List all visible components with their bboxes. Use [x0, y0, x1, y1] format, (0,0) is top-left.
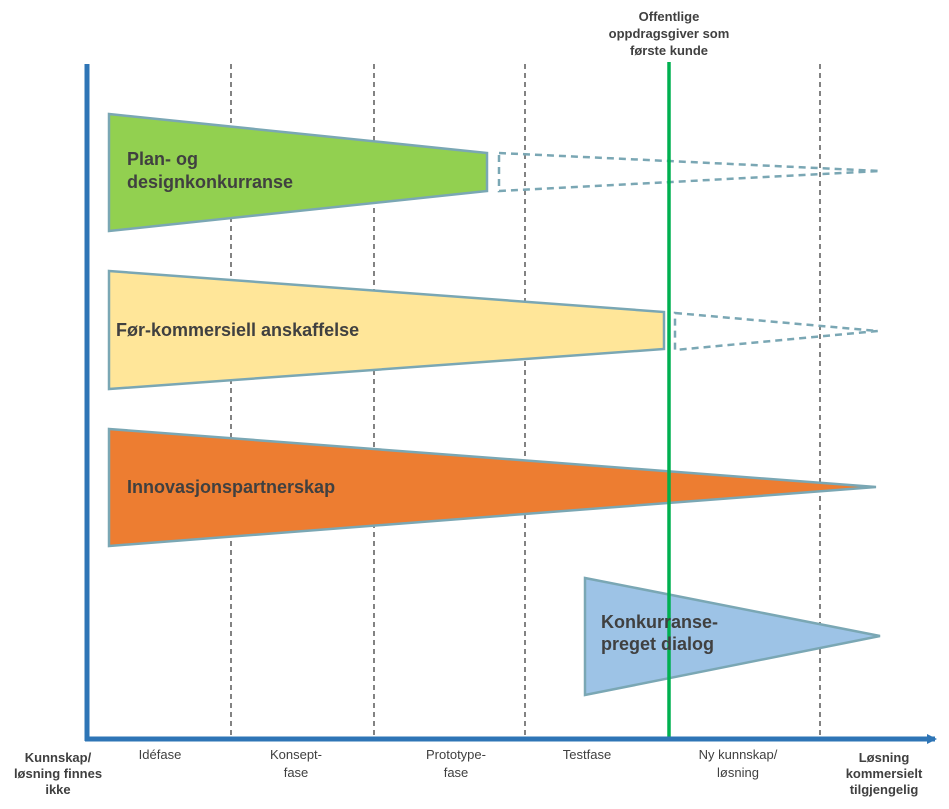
- pre-commercial-procurement-shape: [107, 269, 666, 391]
- first-customer-label: Offentlige oppdragsgiver som første kund…: [609, 9, 730, 58]
- phase-label-concept-line2: fase: [284, 765, 309, 780]
- plan-design-competition-shape: [107, 112, 489, 233]
- innovation-partnership-shape: [107, 427, 877, 548]
- axis-origin-label-line2: løsning finnes: [14, 766, 102, 781]
- plan-design-competition-extension: [497, 151, 881, 193]
- phase-label-new-knowledge-line1: Ny kunnskap/: [699, 747, 778, 762]
- phase-label-test: Testfase: [563, 747, 611, 762]
- phase-label-concept-line1: Konsept-: [270, 747, 322, 762]
- axis-origin-label-line1: Kunnskap/: [25, 750, 92, 765]
- pre-commercial-procurement-label: Før-kommersiell anskaffelse: [116, 320, 359, 340]
- phase-label-new-knowledge-line2: løsning: [717, 765, 759, 780]
- innovation-partnership-label: Innovasjonspartnerskap: [127, 477, 335, 497]
- competitive-dialogue-shape: [583, 576, 881, 697]
- plan-design-competition-label-line1: Plan- og: [127, 149, 198, 169]
- axis-end-label-line1: Løsning: [859, 750, 910, 765]
- first-customer-label-line2: oppdragsgiver som: [609, 26, 730, 41]
- plan-design-competition-label-line2: designkonkurranse: [127, 172, 293, 192]
- phase-label-idea: Idéfase: [139, 747, 182, 762]
- axis-end-label-line3: tilgjengelig: [850, 782, 919, 797]
- phase-label-prototype-line1: Prototype-: [426, 747, 486, 762]
- axis-end-label-line2: kommersielt: [846, 766, 923, 781]
- competitive-dialogue-label-line1: Konkurranse-: [601, 612, 718, 632]
- competitive-dialogue-label-line2: preget dialog: [601, 634, 714, 654]
- first-customer-label-line1: Offentlige: [639, 9, 700, 24]
- axis-origin-label-line3: ikke: [45, 782, 70, 797]
- first-customer-label-line3: første kunde: [630, 43, 708, 58]
- pre-commercial-procurement-extension: [673, 311, 879, 352]
- phase-label-prototype-line2: fase: [444, 765, 469, 780]
